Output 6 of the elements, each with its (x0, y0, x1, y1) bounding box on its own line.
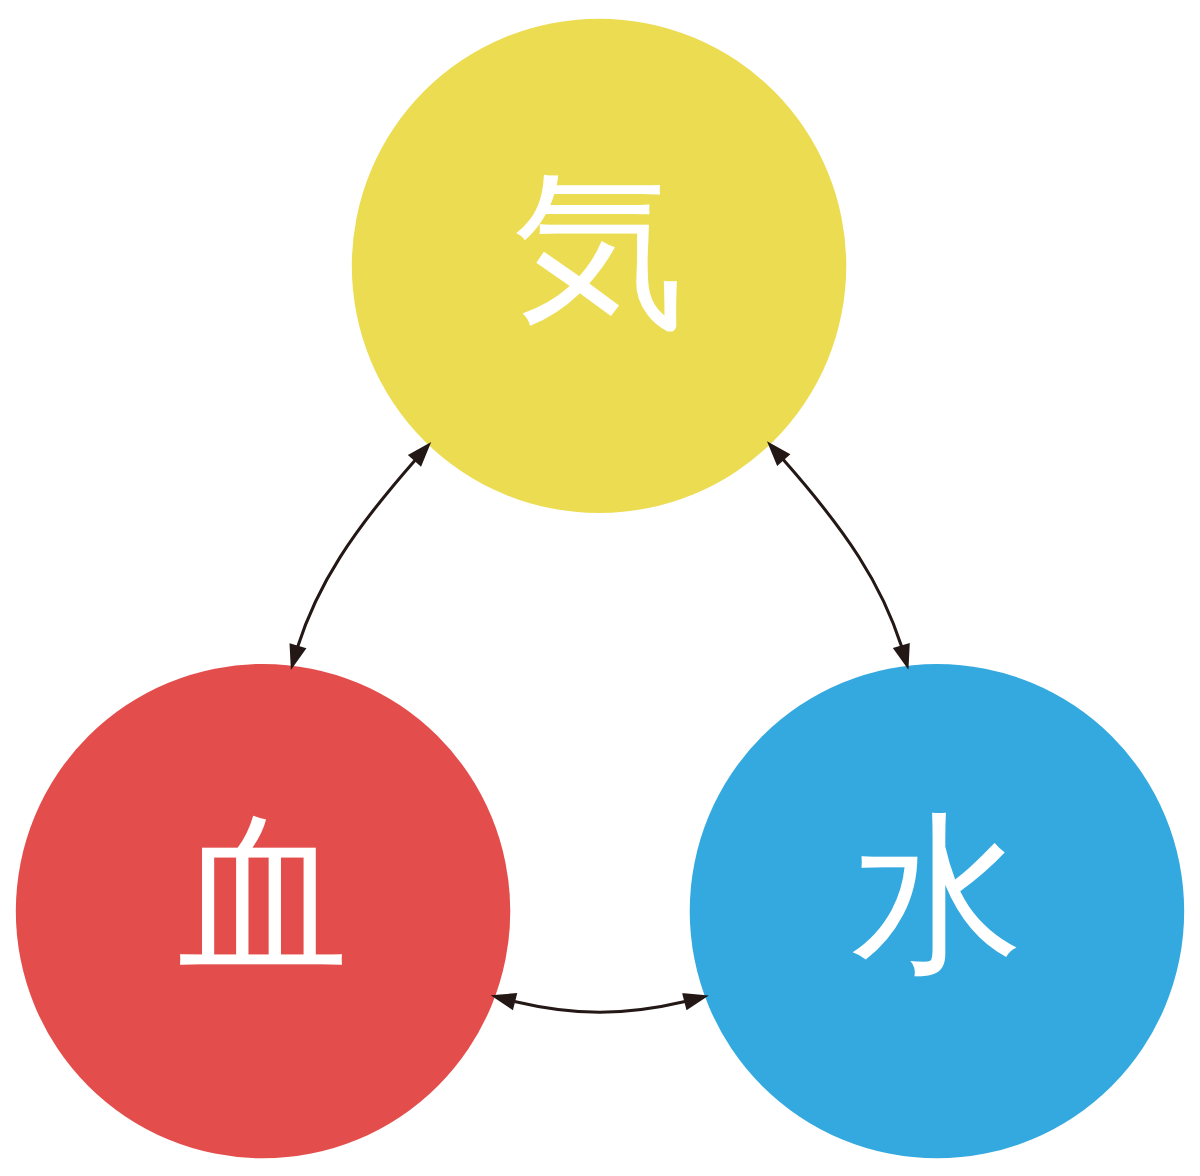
node-circle: 水 (689, 663, 1185, 1158)
arrow (490, 992, 709, 1014)
arrow (289, 441, 432, 670)
node-circle: 気 (351, 18, 847, 513)
arrow (766, 440, 910, 670)
node-circle: 血 (15, 663, 511, 1158)
